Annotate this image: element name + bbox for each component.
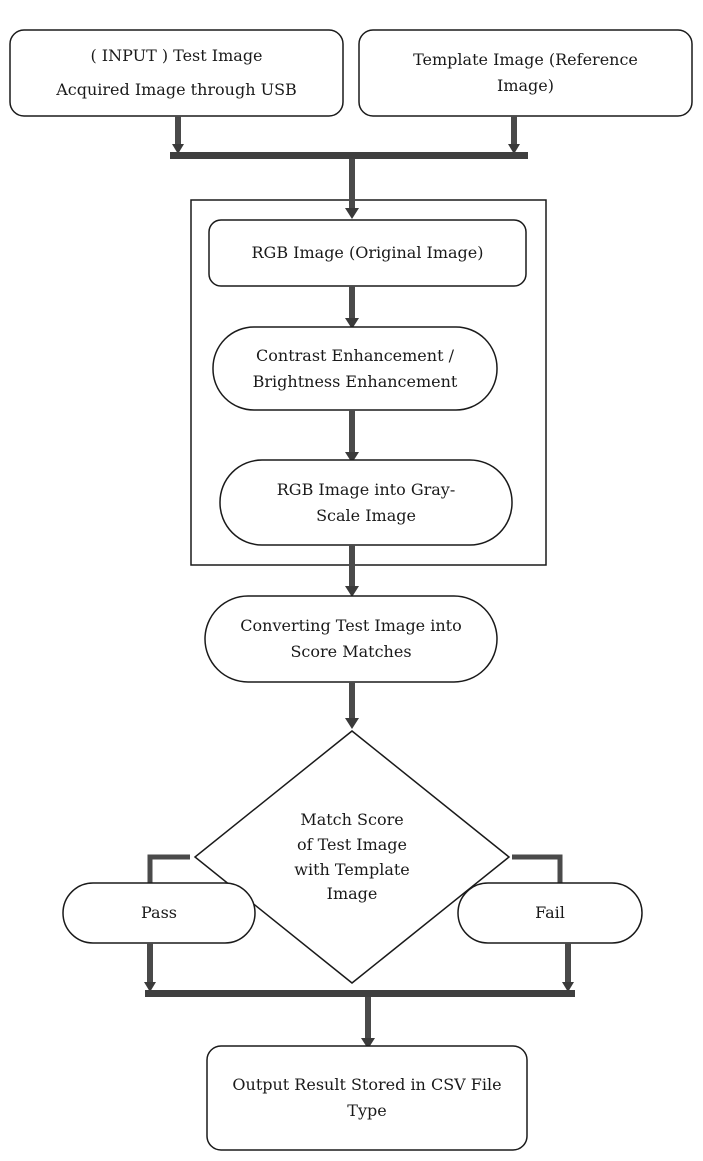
fail-label: Fail — [458, 883, 642, 943]
decision-line-2: of Test Image — [296, 834, 407, 854]
input-line-1: ( INPUT ) Test Image — [90, 46, 263, 66]
output-line-2: Type — [347, 1101, 387, 1120]
rgb-image-label: RGB Image (Original Image) — [209, 220, 526, 286]
branch-to-fail — [512, 854, 563, 890]
template-line-1: Template Image (Reference — [413, 50, 638, 70]
arrowhead — [345, 208, 359, 219]
grayscale-node — [219, 459, 513, 546]
arrowhead — [345, 452, 359, 463]
template-line-2: Image) — [497, 76, 554, 95]
decision-diamond — [193, 730, 511, 984]
template-image-label: Template Image (Reference Image) — [359, 30, 692, 116]
score-label: Converting Test Image into Score Matches — [205, 596, 497, 682]
grayscale-label: RGB Image into Gray- Scale Image — [220, 460, 512, 545]
input-line-2: Acquired Image through USB — [56, 80, 297, 99]
arrowhead — [172, 144, 184, 154]
merge-bar-top — [170, 152, 528, 159]
template-image-box — [358, 29, 693, 117]
rgb-line: RGB Image (Original Image) — [251, 243, 484, 263]
processing-group-frame — [190, 199, 547, 566]
pass-label: Pass — [63, 883, 255, 943]
rgb-image-box — [208, 219, 527, 287]
decision-line-3: with Template — [294, 859, 410, 879]
gray-line-2: Scale Image — [316, 505, 416, 525]
output-box — [206, 1045, 528, 1151]
arrowhead — [144, 982, 156, 992]
arrowhead — [361, 1038, 375, 1049]
input-test-image-label: ( INPUT ) Test Image Acquired Image thro… — [10, 30, 343, 116]
score-line-2: Score Matches — [290, 642, 412, 661]
contrast-line-1: Contrast Enhancement / — [256, 345, 454, 365]
output-line-1: Output Result Stored in CSV File — [232, 1075, 502, 1095]
contrast-label: Contrast Enhancement / Brightness Enhanc… — [213, 327, 497, 410]
gray-line-1: RGB Image into Gray- — [276, 479, 456, 499]
output-label: Output Result Stored in CSV File Type — [207, 1046, 527, 1150]
arrowhead — [345, 718, 359, 729]
fail-node — [457, 882, 643, 944]
arrowhead — [345, 586, 359, 597]
arrowhead — [562, 982, 574, 992]
pass-text: Pass — [140, 903, 177, 923]
branch-to-pass — [147, 854, 190, 890]
arrowhead — [345, 318, 359, 329]
decision-line-4: Image — [326, 884, 378, 904]
pass-node — [62, 882, 256, 944]
decision-label: Match Score of Test Image with Template … — [262, 795, 442, 920]
score-line-1: Converting Test Image into — [240, 616, 462, 636]
merge-bar-bottom — [145, 990, 575, 997]
fail-text: Fail — [535, 903, 565, 923]
decision-line-1: Match Score — [300, 809, 404, 829]
arrowhead — [508, 144, 520, 154]
contrast-line-2: Brightness Enhancement — [252, 371, 458, 391]
